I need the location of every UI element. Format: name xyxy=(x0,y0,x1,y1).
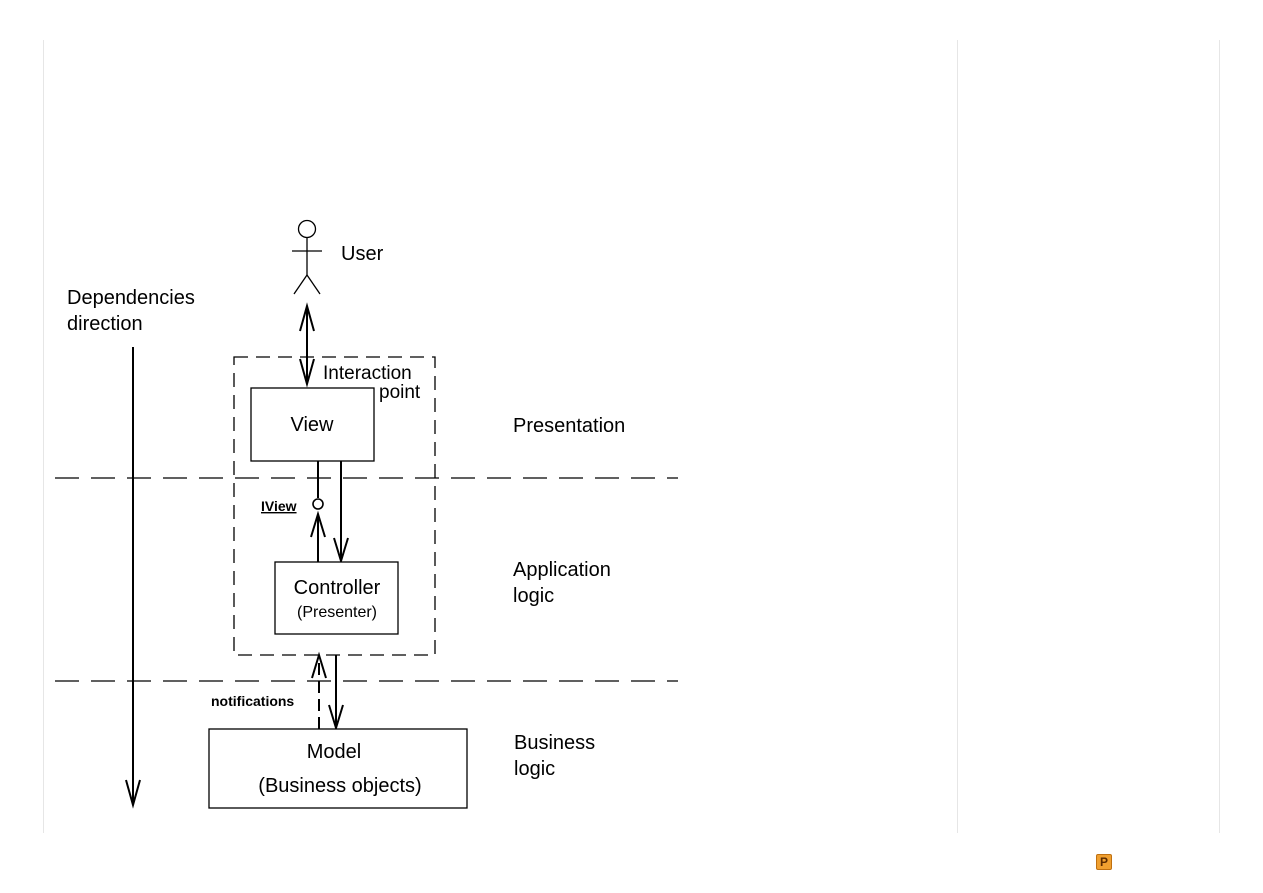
business-layer-label-line1: Business xyxy=(514,732,595,754)
user-label: User xyxy=(341,243,384,265)
controller-model-arrow xyxy=(328,655,344,732)
model-label: Model xyxy=(307,741,361,763)
layer-boundaries xyxy=(55,477,678,682)
interaction-point-label-line2: point xyxy=(379,382,421,403)
dependencies-label-line2: direction xyxy=(67,313,143,335)
notifications-label: notifications xyxy=(211,693,294,709)
iview-label: IView xyxy=(261,498,297,514)
user-actor-icon xyxy=(292,219,322,295)
application-layer-label-line1: Application xyxy=(513,559,611,581)
controller-box xyxy=(274,561,399,635)
right-page-border xyxy=(1219,40,1220,833)
user-view-arrow xyxy=(299,302,315,388)
model-notification-arrow xyxy=(311,651,327,729)
dependencies-label-line1: Dependencies xyxy=(67,287,195,309)
presentation-layer-label: Presentation xyxy=(513,415,625,437)
model-box xyxy=(208,728,468,809)
view-label: View xyxy=(291,414,335,436)
interaction-point-label-line1: Interaction xyxy=(323,363,412,384)
iview-dependency xyxy=(310,461,326,562)
presenter-label: (Presenter) xyxy=(297,604,377,621)
view-controller-arrow xyxy=(333,461,349,565)
view-box xyxy=(250,387,375,462)
interaction-point-boundary xyxy=(233,356,436,656)
plugin-icon[interactable]: P xyxy=(1096,854,1112,870)
dependencies-arrow xyxy=(125,347,141,809)
middle-page-border xyxy=(957,40,958,833)
controller-label: Controller xyxy=(294,577,381,599)
business-layer-label-line2: logic xyxy=(514,758,555,780)
business-objects-label: (Business objects) xyxy=(258,775,421,797)
application-layer-label-line2: logic xyxy=(513,585,554,607)
left-page-border xyxy=(43,40,44,833)
